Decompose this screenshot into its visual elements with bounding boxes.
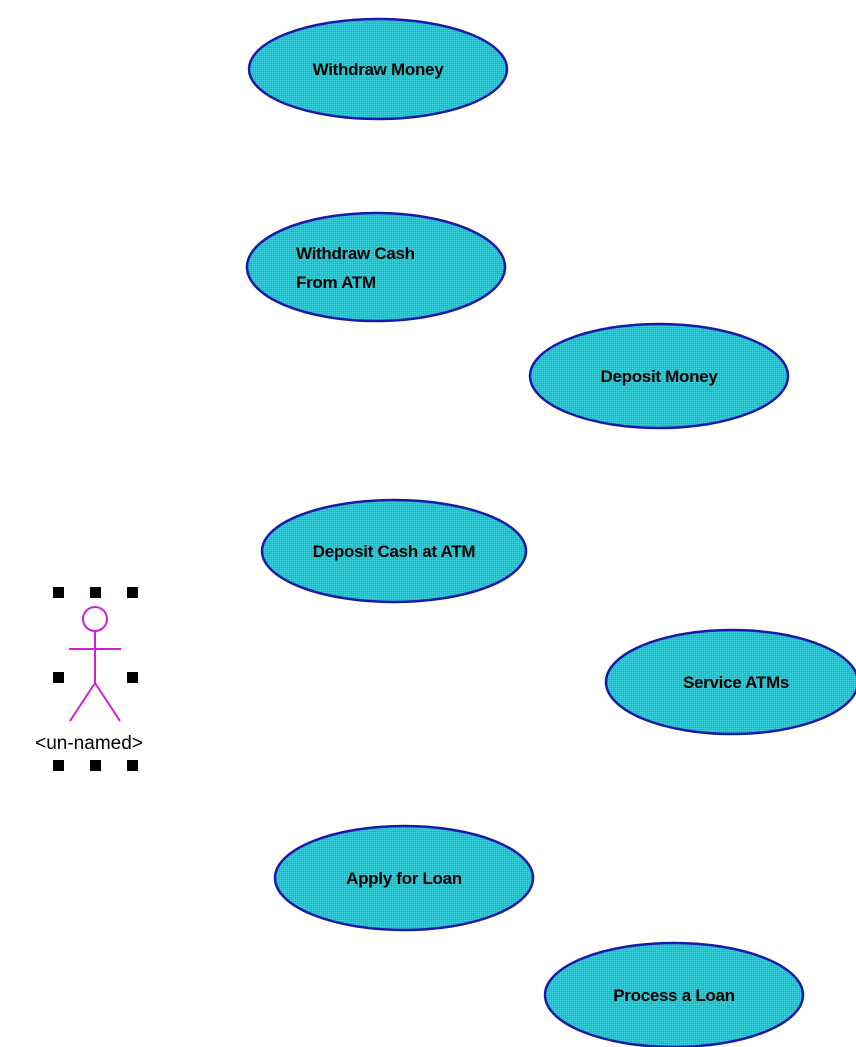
use-case-deposit-money[interactable]: Deposit Money xyxy=(528,322,790,430)
selection-handle-bottom-left[interactable] xyxy=(53,760,64,771)
actor-label[interactable]: <un-named> xyxy=(35,733,143,754)
use-case-withdraw-cash-from-atm[interactable]: Withdraw Cash From ATM xyxy=(245,211,507,323)
use-case-label: Service ATMs xyxy=(683,673,789,692)
use-case-label: Withdraw Money xyxy=(313,60,445,79)
use-case-deposit-cash-at-atm[interactable]: Deposit Cash at ATM xyxy=(260,498,528,604)
selection-handles[interactable] xyxy=(53,587,138,771)
selection-handle-bottom-center[interactable] xyxy=(90,760,101,771)
selection-handle-bottom-right[interactable] xyxy=(127,760,138,771)
selection-handle-top-right[interactable] xyxy=(127,587,138,598)
use-case-label: Deposit Money xyxy=(600,367,718,386)
use-case-ellipse[interactable] xyxy=(528,322,790,430)
selection-handle-top-center[interactable] xyxy=(90,587,101,598)
selection-handle-top-left[interactable] xyxy=(53,587,64,598)
use-case-label: Apply for Loan xyxy=(346,869,462,888)
use-case-ellipse[interactable] xyxy=(260,498,528,604)
selection-handle-middle-right[interactable] xyxy=(127,672,138,683)
use-case-ellipse[interactable] xyxy=(543,941,805,1047)
use-case-ellipse[interactable] xyxy=(273,824,535,932)
use-case-process-a-loan[interactable]: Process a Loan xyxy=(543,941,805,1047)
use-case-service-atms[interactable]: Service ATMs xyxy=(604,628,856,736)
selection-handle-middle-left[interactable] xyxy=(53,672,64,683)
actor-unnamed[interactable]: <un-named> xyxy=(35,587,143,771)
use-case-label-line-2: From ATM xyxy=(296,273,376,292)
use-case-withdraw-money[interactable]: Withdraw Money xyxy=(247,17,509,121)
stick-figure-icon[interactable] xyxy=(69,606,121,722)
use-case-label: Deposit Cash at ATM xyxy=(313,542,476,561)
use-case-apply-for-loan[interactable]: Apply for Loan xyxy=(273,824,535,932)
use-case-ellipse[interactable] xyxy=(245,211,507,323)
use-case-ellipse[interactable] xyxy=(604,628,856,736)
use-case-ellipse[interactable] xyxy=(247,17,509,121)
use-case-label-line-1: Withdraw Cash xyxy=(296,244,415,263)
use-case-label: Process a Loan xyxy=(613,986,734,1005)
